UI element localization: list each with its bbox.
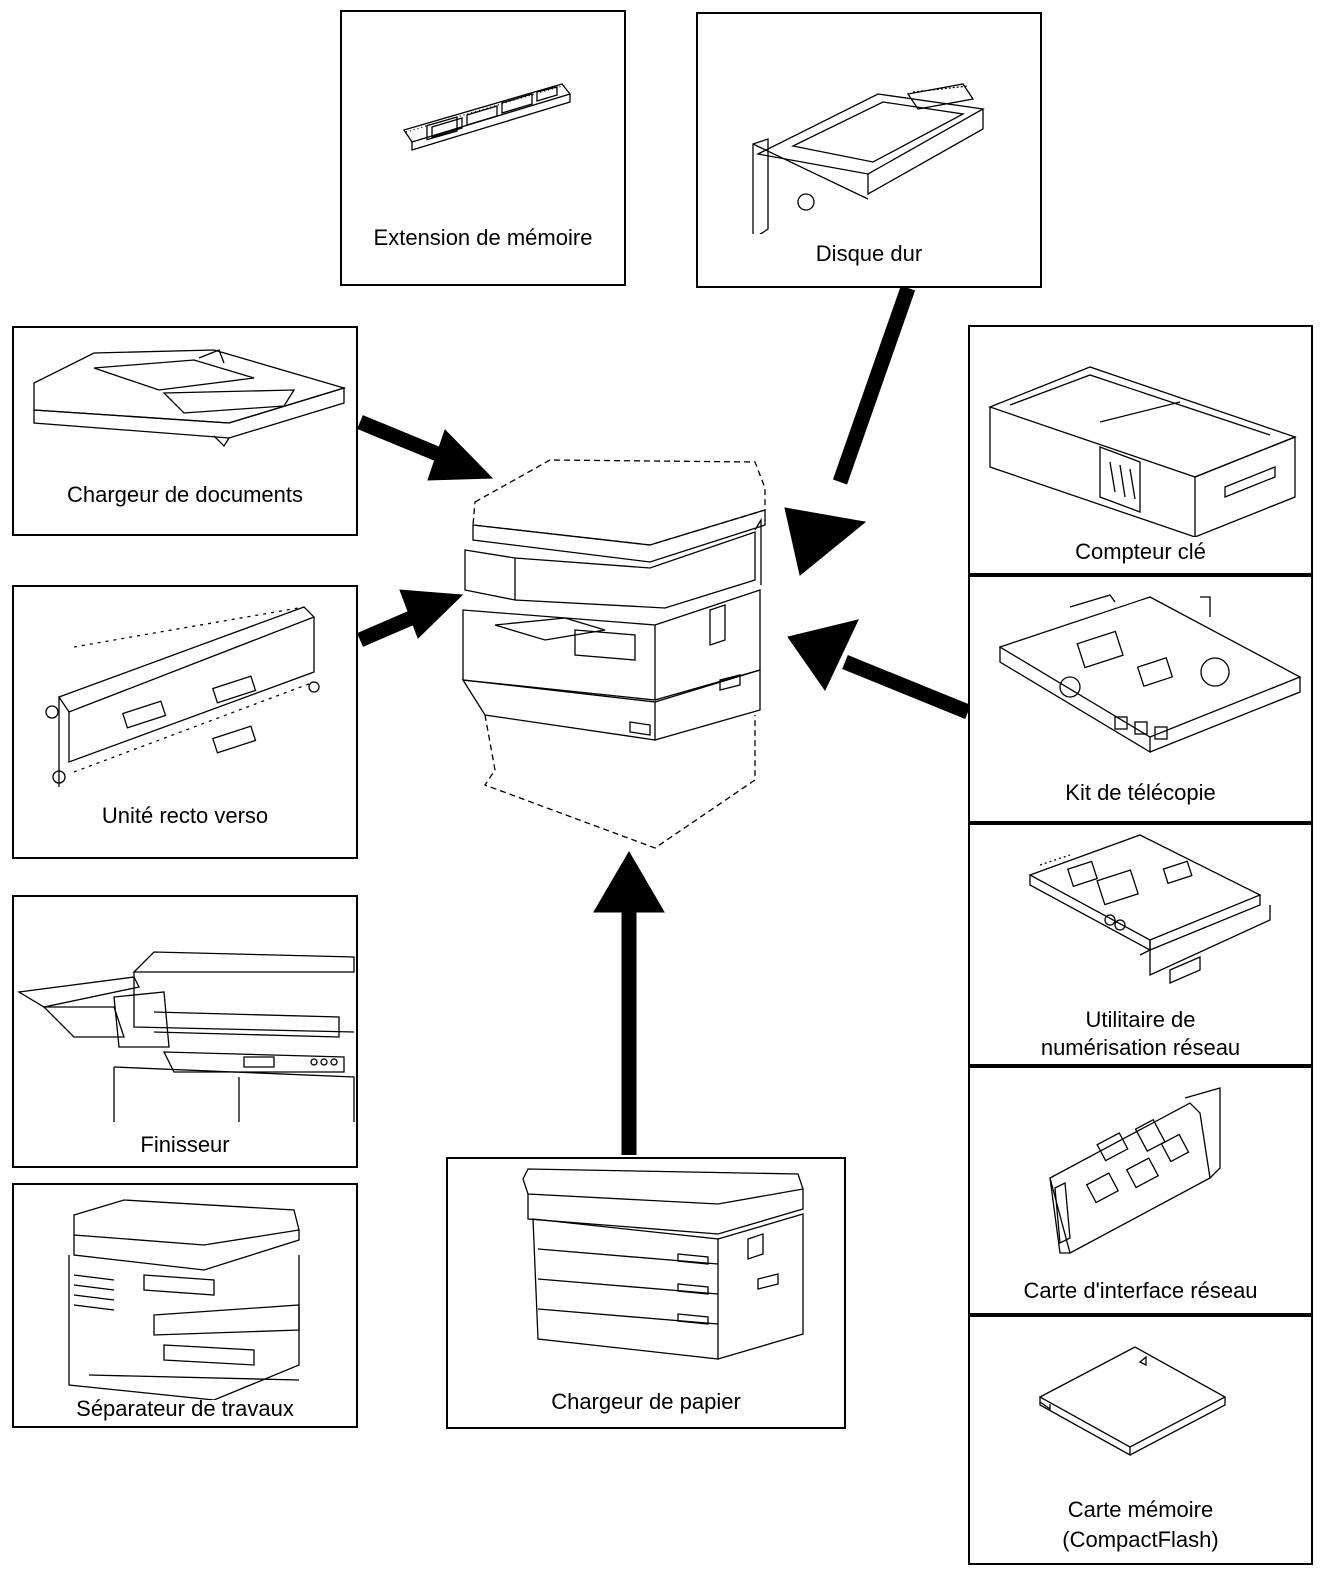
finisher-icon xyxy=(17,951,355,1122)
option-document-processor: Chargeur de documents xyxy=(12,326,358,536)
option-label: Unité recto verso xyxy=(101,803,269,828)
option-label: Compteur clé xyxy=(1075,539,1206,564)
arrow-duplex-unit xyxy=(357,608,421,647)
option-label: Utilitaire de xyxy=(1085,1007,1196,1032)
option-label: numérisation réseau xyxy=(1040,1035,1241,1060)
document-processor-icon xyxy=(33,349,347,448)
duplex-unit-icon xyxy=(45,606,320,787)
arrow-head-paper-feeder xyxy=(593,851,665,913)
option-label: Carte d'interface réseau xyxy=(1023,1278,1258,1303)
arrow-hard-disk xyxy=(832,285,916,485)
option-label: Séparateur de travaux xyxy=(76,1396,294,1421)
key-counter-icon xyxy=(988,366,1297,537)
hard-disk-icon xyxy=(752,83,985,234)
option-memory-card: Carte mémoire (CompactFlash) xyxy=(968,1315,1313,1565)
option-label: Finisseur xyxy=(140,1132,230,1157)
arrow-head-fax-kit xyxy=(787,619,859,691)
arrow-document-processor xyxy=(357,415,443,462)
option-job-separator: Séparateur de travaux xyxy=(12,1183,358,1428)
arrow-fax-kit xyxy=(842,655,971,719)
network-card-icon xyxy=(1049,1087,1221,1254)
job-separator-icon xyxy=(68,1199,300,1400)
option-hard-disk: Disque dur xyxy=(696,12,1042,288)
option-network-interface-card: Carte d'interface réseau xyxy=(968,1066,1313,1315)
option-fax-kit: Kit de télécopie xyxy=(968,575,1313,823)
option-duplex-unit: Unité recto verso xyxy=(12,585,358,859)
arrow-head-hard-disk xyxy=(784,507,867,576)
arrow-head-duplex-unit xyxy=(399,589,464,639)
memory-module-icon xyxy=(402,83,572,151)
option-label: Chargeur de documents xyxy=(66,482,304,507)
option-label: Kit de télécopie xyxy=(1065,780,1216,805)
option-paper-feeder: Chargeur de papier xyxy=(446,1157,846,1429)
option-label: Disque dur xyxy=(815,241,923,266)
option-label: Extension de mémoire xyxy=(373,225,593,250)
paper-feeder-icon xyxy=(522,1168,804,1360)
compactflash-card-icon xyxy=(1038,1346,1227,1457)
option-memory-expansion: Extension de mémoire xyxy=(340,10,626,286)
option-key-counter: Compteur clé xyxy=(968,325,1313,575)
option-network-scanner: Utilitaire de numérisation réseau xyxy=(968,823,1313,1066)
option-label: Carte mémoire xyxy=(1067,1497,1214,1522)
fax-board-icon xyxy=(998,594,1302,754)
option-label: (CompactFlash) xyxy=(1062,1527,1219,1552)
scanner-board-icon xyxy=(1028,834,1271,984)
main-copier-illustration xyxy=(461,459,766,849)
arrow-head-document-processor xyxy=(427,429,494,481)
option-label: Chargeur de papier xyxy=(551,1389,741,1414)
option-finisher: Finisseur xyxy=(12,895,358,1168)
